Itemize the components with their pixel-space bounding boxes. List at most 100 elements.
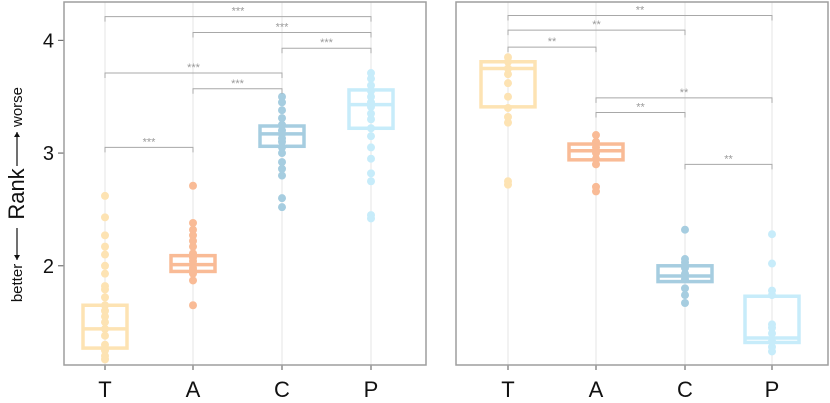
- point-T-5: [504, 92, 512, 101]
- point-A-13: [189, 276, 197, 285]
- point-C-8: [681, 298, 689, 307]
- y-axis-title: Rank better worse: [4, 87, 29, 302]
- point-P-7: [367, 109, 375, 118]
- sig-A-C-label: ***: [231, 78, 245, 90]
- point-C-0: [278, 92, 286, 101]
- x-tick-label-A: A: [186, 377, 201, 402]
- point-T-3: [504, 70, 512, 79]
- sig-A-P-label: **: [680, 87, 689, 99]
- sig-T-C-label: ***: [187, 62, 201, 74]
- x-tick-label-T: T: [501, 377, 514, 402]
- point-P-1: [768, 259, 776, 268]
- point-T-15: [101, 331, 109, 340]
- x-tick-label-P: P: [765, 377, 780, 402]
- y-tick-label-2: 2: [43, 256, 54, 278]
- point-C-2: [278, 106, 286, 115]
- point-P-6: [768, 329, 776, 338]
- sig-T-C-bracket: [507, 29, 686, 36]
- y-tick-label-4: 4: [43, 30, 54, 52]
- point-P-14: [367, 177, 375, 186]
- point-C-5: [681, 275, 689, 284]
- point-C-1: [278, 98, 286, 107]
- sig-A-P-bracket: [595, 97, 773, 103]
- point-A-1: [592, 137, 600, 146]
- point-C-9: [278, 143, 286, 152]
- point-T-16: [101, 340, 109, 349]
- point-P-12: [367, 154, 375, 163]
- sig-T-P-label: ***: [232, 6, 246, 18]
- point-P-11: [367, 143, 375, 152]
- point-T-8: [504, 118, 512, 127]
- sig-T-P-label: **: [636, 5, 645, 17]
- point-A-5: [189, 242, 197, 251]
- sig-C-P-label: ***: [320, 37, 334, 49]
- panel-border-right: [455, 1, 829, 366]
- sig-A-C-bracket: [595, 111, 686, 118]
- point-A-1: [189, 218, 197, 227]
- point-T-10: [504, 180, 512, 189]
- point-T-17: [101, 346, 109, 355]
- point-P-7: [768, 337, 776, 346]
- point-T-6: [101, 269, 109, 278]
- point-A-3: [592, 149, 600, 158]
- point-P-9: [768, 347, 776, 356]
- point-C-10: [278, 149, 286, 158]
- panel-border-left: [63, 1, 427, 366]
- point-P-8: [367, 115, 375, 124]
- sig-A-P-bracket: [192, 31, 372, 38]
- point-C-3: [278, 114, 286, 123]
- point-C-7: [681, 291, 689, 300]
- point-T-12: [101, 312, 109, 321]
- point-C-2: [681, 258, 689, 267]
- point-T-2: [504, 64, 512, 73]
- x-tick-label-T: T: [98, 377, 111, 402]
- point-A-14: [189, 301, 197, 310]
- point-T-0: [101, 191, 109, 200]
- point-T-11: [101, 306, 109, 315]
- sig-T-A-label: ***: [143, 136, 157, 148]
- point-C-12: [278, 164, 286, 173]
- y-axis-label-worse: worse: [9, 87, 26, 128]
- point-C-4: [681, 269, 689, 278]
- sig-T-P-bracket: [507, 15, 773, 21]
- point-C-11: [278, 158, 286, 167]
- point-P-0: [367, 69, 375, 78]
- point-T-2: [101, 231, 109, 240]
- point-A-5: [592, 160, 600, 169]
- point-T-1: [101, 213, 109, 222]
- sig-A-C-bracket: [192, 88, 283, 94]
- point-C-0: [681, 225, 689, 234]
- point-C-4: [278, 120, 286, 129]
- sig-T-P-bracket: [104, 16, 372, 22]
- point-T-6: [504, 103, 512, 112]
- point-P-0: [768, 230, 776, 239]
- point-A-2: [189, 225, 197, 234]
- point-C-8: [278, 137, 286, 146]
- point-P-16: [367, 214, 375, 223]
- point-P-6: [367, 102, 375, 111]
- point-A-0: [189, 181, 197, 190]
- x-tick-label-C: C: [677, 377, 693, 402]
- point-A-7: [592, 187, 600, 196]
- arrow-down-icon: [14, 228, 20, 260]
- sig-T-A-label: **: [548, 36, 557, 48]
- point-A-0: [592, 131, 600, 140]
- point-T-14: [101, 324, 109, 333]
- x-tick-label-P: P: [364, 377, 379, 402]
- point-T-13: [101, 318, 109, 327]
- y-axis-label: Rank: [4, 167, 29, 219]
- point-T-3: [101, 242, 109, 251]
- sig-C-P-bracket: [684, 163, 773, 170]
- sig-T-C-bracket: [104, 72, 283, 79]
- sig-T-A-bracket: [104, 146, 194, 153]
- point-A-12: [189, 269, 197, 278]
- point-P-10: [367, 132, 375, 141]
- sig-A-P-label: ***: [276, 21, 290, 33]
- point-P-9: [367, 124, 375, 133]
- point-P-13: [367, 169, 375, 178]
- point-T-8: [101, 285, 109, 294]
- point-P-2: [367, 81, 375, 90]
- point-P-4: [367, 92, 375, 101]
